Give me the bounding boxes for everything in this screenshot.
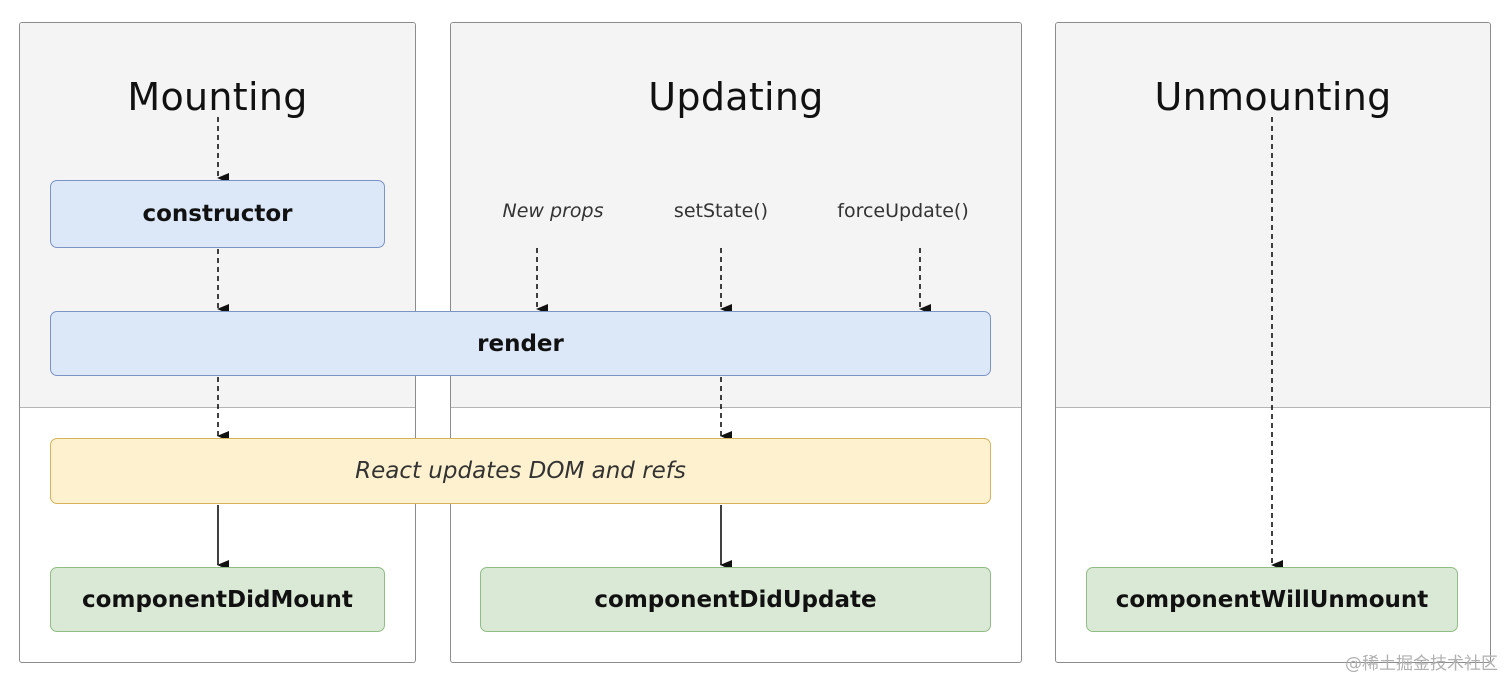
mounting-title: Mounting bbox=[127, 75, 308, 119]
updating-title: Updating bbox=[648, 75, 824, 119]
unmounting-column: Unmounting bbox=[1055, 22, 1491, 663]
constructor-box: constructor bbox=[50, 180, 385, 248]
component-did-update-box: componentDidUpdate bbox=[480, 567, 991, 632]
component-will-unmount-box: componentWillUnmount bbox=[1086, 567, 1458, 632]
unmounting-render-phase-area bbox=[1056, 23, 1490, 408]
component-did-mount-box: componentDidMount bbox=[50, 567, 385, 632]
unmounting-title: Unmounting bbox=[1154, 75, 1392, 119]
dom-update-box: React updates DOM and refs bbox=[50, 438, 991, 504]
new-props-trigger: New props bbox=[502, 200, 604, 222]
set-state-trigger: setState() bbox=[673, 200, 769, 222]
render-box: render bbox=[50, 311, 991, 376]
force-update-trigger: forceUpdate() bbox=[837, 200, 969, 222]
watermark: @稀土掘金技术社区 bbox=[1345, 654, 1498, 674]
